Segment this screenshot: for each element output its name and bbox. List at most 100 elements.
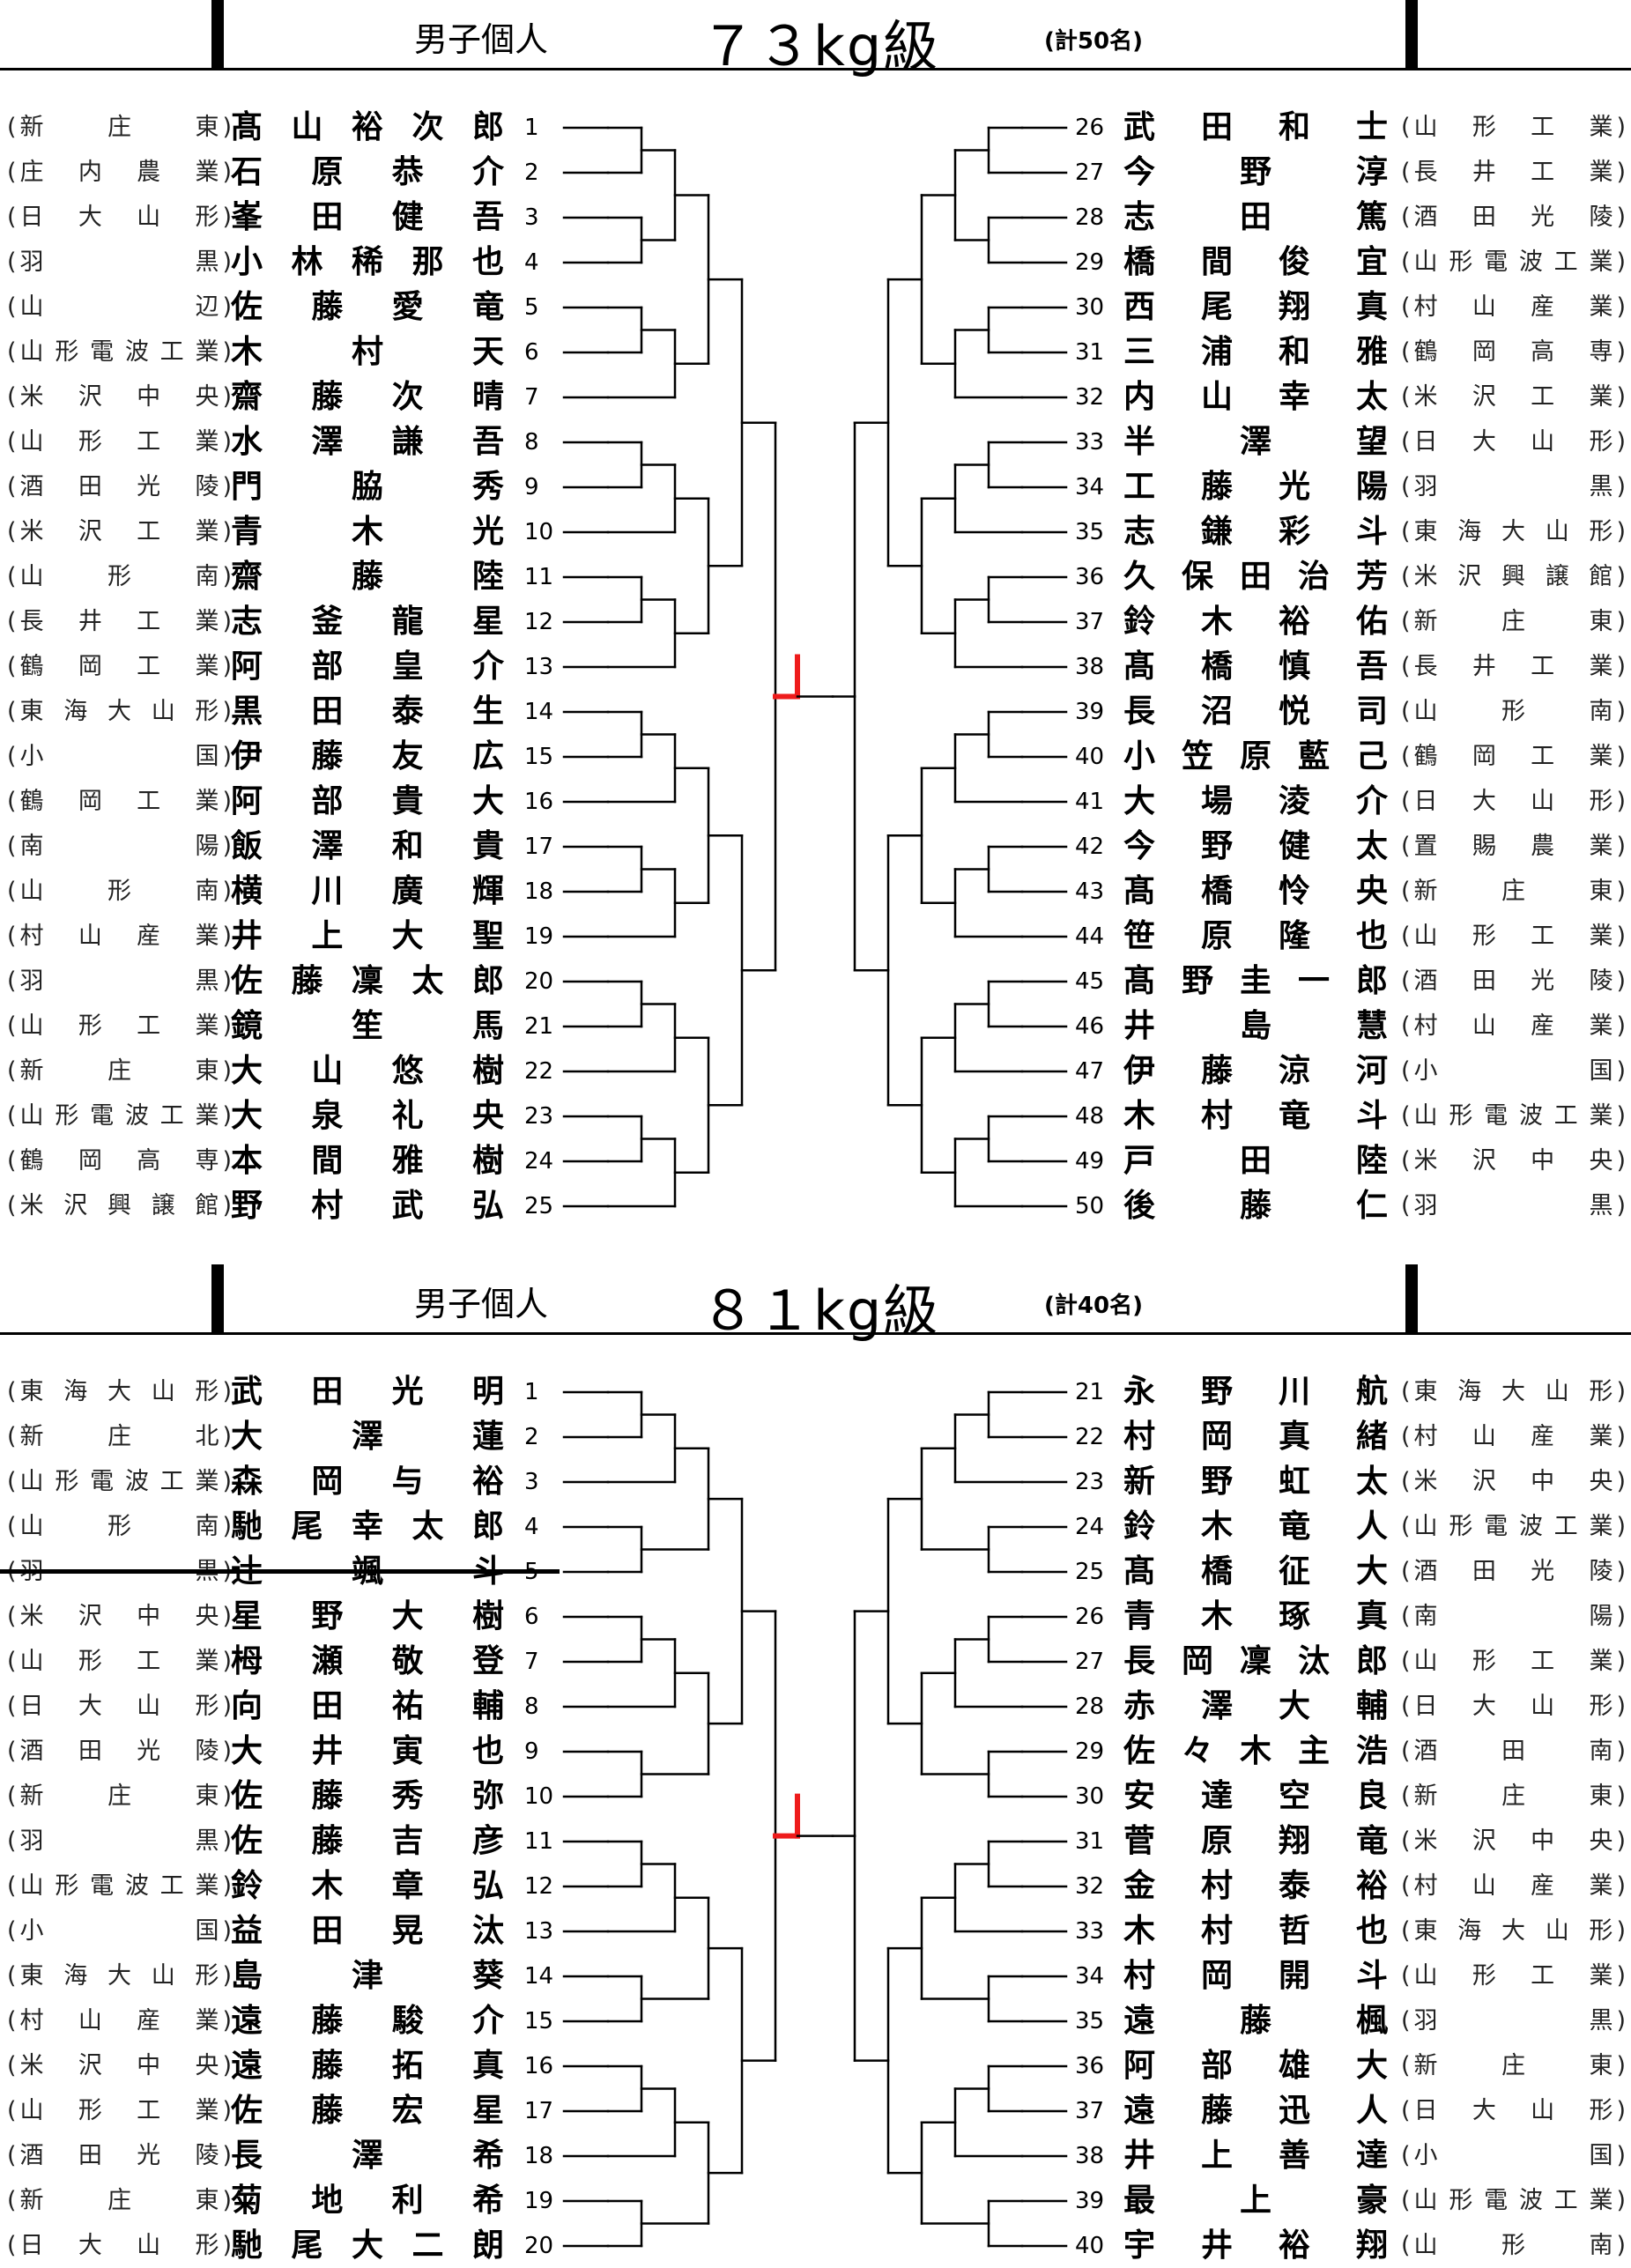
section-label: 男子個人: [414, 1285, 549, 1323]
school-name: (日大山形): [1401, 788, 1626, 815]
seed-number: 43: [1075, 878, 1105, 905]
seed-number: 36: [1075, 564, 1105, 590]
entrant-name: 菅原翔竜: [1123, 1823, 1388, 1859]
title-block-left: [211, 0, 224, 70]
entrant-name: 鈴木章弘: [231, 1868, 504, 1904]
school-name: (山形電波工業): [7, 1468, 232, 1495]
seed-number: 32: [1075, 384, 1105, 411]
school-name: (南陽): [1401, 1603, 1626, 1630]
title-rule: [0, 1332, 1631, 1335]
school-name: (長井工業): [1401, 653, 1626, 680]
entrant-row-right: 33 半澤望 (日大山形): [0, 420, 1631, 464]
entrant-name: 志鎌彩斗: [1123, 514, 1388, 550]
entrant-name: 青木光: [231, 514, 504, 550]
school-name: (新庄東): [1401, 2052, 1626, 2079]
school-name: (鶴岡工業): [7, 653, 232, 680]
school-name: (置賜農業): [1401, 833, 1626, 860]
school-name: (鶴岡工業): [7, 788, 232, 815]
school-name: (米沢中央): [7, 2052, 232, 2079]
school-name: (山形工業): [7, 2097, 232, 2124]
seed-number: 27: [1075, 159, 1105, 186]
seed-number: 39: [1075, 2188, 1105, 2214]
title-block-right: [1405, 0, 1418, 70]
title-block-right: [1405, 1264, 1418, 1335]
seed-number: 26: [1075, 115, 1105, 141]
school-name: (山形電波工業): [7, 1872, 232, 1900]
seed-number: 6: [524, 339, 539, 366]
school-name: (新庄東): [7, 114, 232, 141]
school-name: (山形工業): [1401, 1648, 1626, 1675]
seed-number: 19: [524, 2188, 554, 2214]
seed-number: 7: [524, 1649, 539, 1675]
school-name: (村山産業): [7, 923, 232, 950]
school-name: (長井工業): [1401, 159, 1626, 186]
entrant-name: 今野淳: [1123, 154, 1388, 190]
seed-number: 35: [1075, 519, 1105, 545]
school-name: (日大山形): [1401, 428, 1626, 456]
entrant-name: 久保田治芳: [1123, 559, 1388, 595]
school-name: (酒田光陵): [7, 473, 232, 500]
seed-number: 37: [1075, 609, 1105, 635]
school-name: (米沢中央): [7, 1603, 232, 1630]
entrant-name: 門脇秀: [231, 469, 504, 505]
entrant-name: 笹原隆也: [1123, 918, 1388, 954]
entrant-name: 永野川航: [1123, 1374, 1388, 1410]
entrant-name: 佐藤宏星: [231, 2093, 504, 2129]
seed-number: 16: [524, 789, 554, 815]
school-name: (山形南): [7, 878, 232, 905]
entrant-name: 木村竜斗: [1123, 1098, 1388, 1134]
seed-number: 40: [1075, 744, 1105, 770]
entrant-name: 志釜龍星: [231, 604, 504, 640]
withdrawn-strikethrough: [0, 1569, 560, 1574]
seed-number: 10: [524, 1783, 554, 1810]
seed-number: 13: [524, 1918, 554, 1945]
entrant-name: 黒田泰生: [231, 693, 504, 730]
bracket-lines: [562, 126, 1068, 1208]
entrant-name: 半澤望: [1123, 424, 1388, 460]
school-name: (山形電波工業): [1401, 2187, 1626, 2214]
school-name: (米沢中央): [1401, 1827, 1626, 1855]
entrant-name: 橋間俊宜: [1123, 244, 1388, 280]
seed-number: 16: [524, 2053, 554, 2079]
school-name: (日大山形): [1401, 1693, 1626, 1720]
seed-number: 11: [524, 1828, 554, 1855]
entrant-name: 長澤希: [231, 2138, 504, 2174]
seed-number: 48: [1075, 1103, 1105, 1130]
entrant-name: 益田晃汰: [231, 1913, 504, 1949]
seed-number: 13: [524, 654, 554, 680]
seed-number: 8: [524, 429, 539, 456]
seed-number: 50: [1075, 1193, 1105, 1219]
participant-total: (計40名): [1044, 1293, 1143, 1319]
school-name: (村山産業): [1401, 1012, 1626, 1040]
entrant-name: 西尾翔真: [1123, 289, 1388, 325]
school-name: (山形電波工業): [1401, 1513, 1626, 1540]
school-name: (新庄東): [1401, 608, 1626, 635]
seed-number: 1: [524, 115, 539, 141]
entrant-name: 戸田陸: [1123, 1143, 1388, 1179]
entrant-name: 遠藤迅人: [1123, 2093, 1388, 2129]
seed-number: 33: [1075, 429, 1105, 456]
school-name: (山形工業): [7, 428, 232, 456]
school-name: (山形南): [1401, 2232, 1626, 2259]
school-name: (米沢中央): [1401, 1468, 1626, 1495]
entrant-name: 佐藤凜太郎: [231, 963, 504, 999]
participant-total: (計50名): [1044, 28, 1143, 55]
